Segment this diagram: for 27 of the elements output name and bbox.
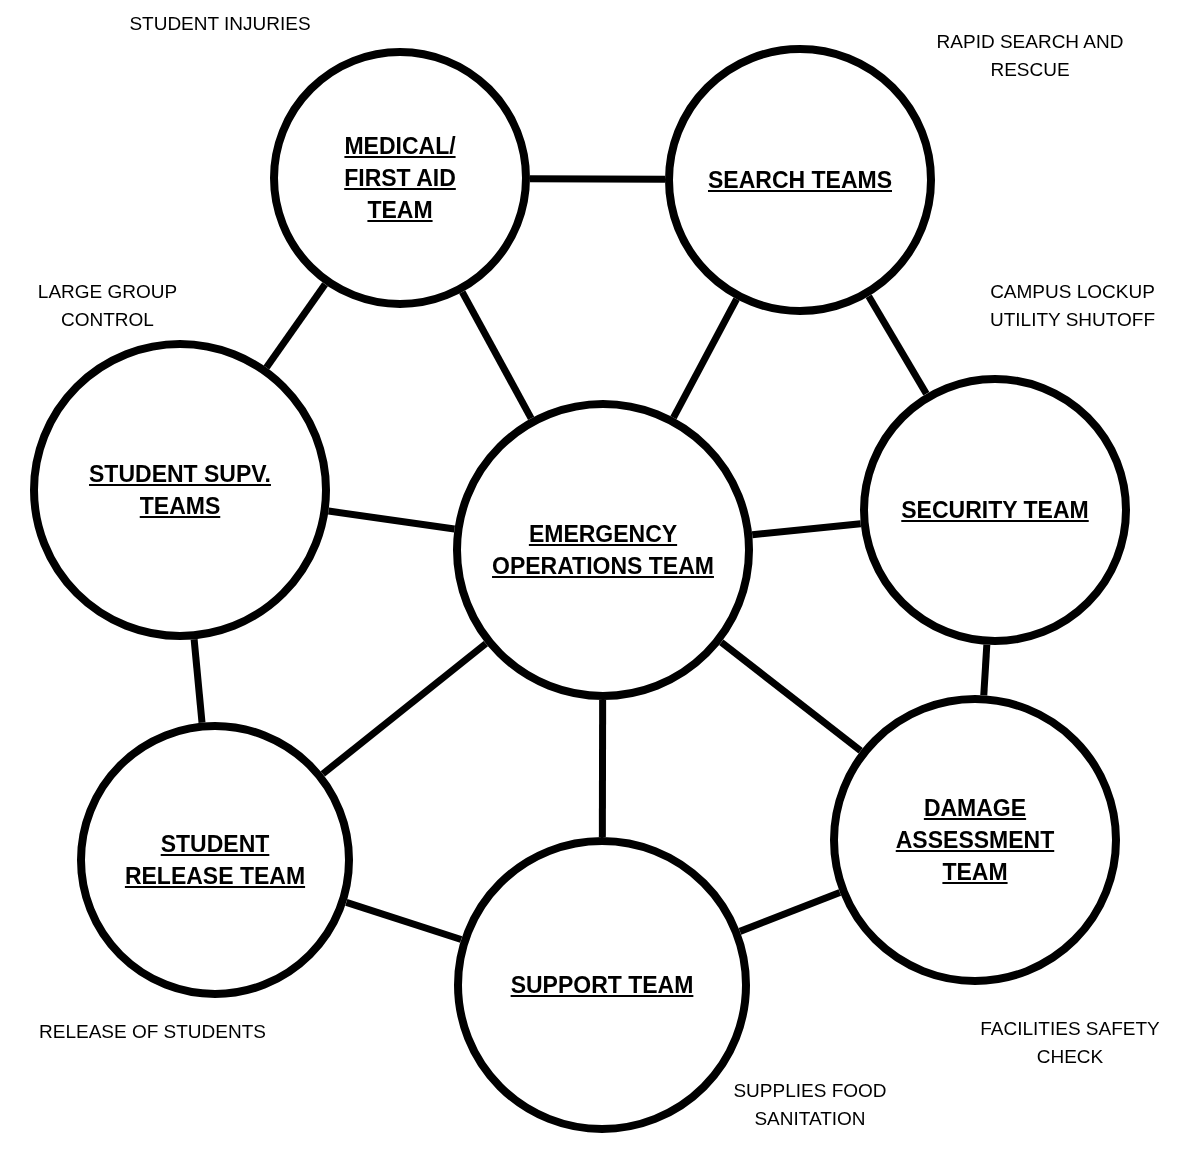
connector-line	[738, 889, 842, 935]
connector-line	[865, 294, 930, 396]
team-name: STUDENT RELEASE TEAM	[123, 830, 307, 891]
team-name: SUPPORT TEAM	[509, 971, 695, 1000]
connector-line	[320, 640, 488, 777]
connector-line	[190, 639, 206, 723]
connector-line	[719, 639, 863, 754]
team-name: SECURITY TEAM	[900, 496, 1090, 525]
team-name: MEDICAL/ FIRST AID TEAM	[343, 132, 457, 225]
duty-note: STUDENT INJURIES	[128, 12, 312, 36]
duty-note: SUPPLIES FOOD SANITATION	[732, 1079, 888, 1131]
connector-line	[263, 282, 328, 370]
duty-note: LARGE GROUP CONTROL	[36, 280, 179, 332]
team-name: STUDENT SUPV. TEAMS	[88, 460, 272, 521]
connector-line	[530, 175, 666, 183]
team-name: SEARCH TEAMS	[707, 166, 893, 195]
duty-note: RELEASE OF STUDENTS	[38, 1020, 267, 1044]
connector-line	[670, 297, 740, 420]
connector-line	[751, 520, 862, 539]
team-name: DAMAGE ASSESSMENT TEAM	[894, 794, 1056, 887]
team-name: EMERGENCY OPERATIONS TEAM	[491, 520, 715, 581]
duty-note: CAMPUS LOCKUP UTILITY SHUTOFF	[988, 280, 1156, 332]
connector-line	[980, 644, 991, 696]
duty-note: FACILITIES SAFETY CHECK	[979, 1017, 1161, 1069]
connector-line	[598, 700, 607, 837]
duty-note: RAPID SEARCH AND RESCUE	[935, 30, 1125, 82]
connector-line	[459, 290, 535, 420]
